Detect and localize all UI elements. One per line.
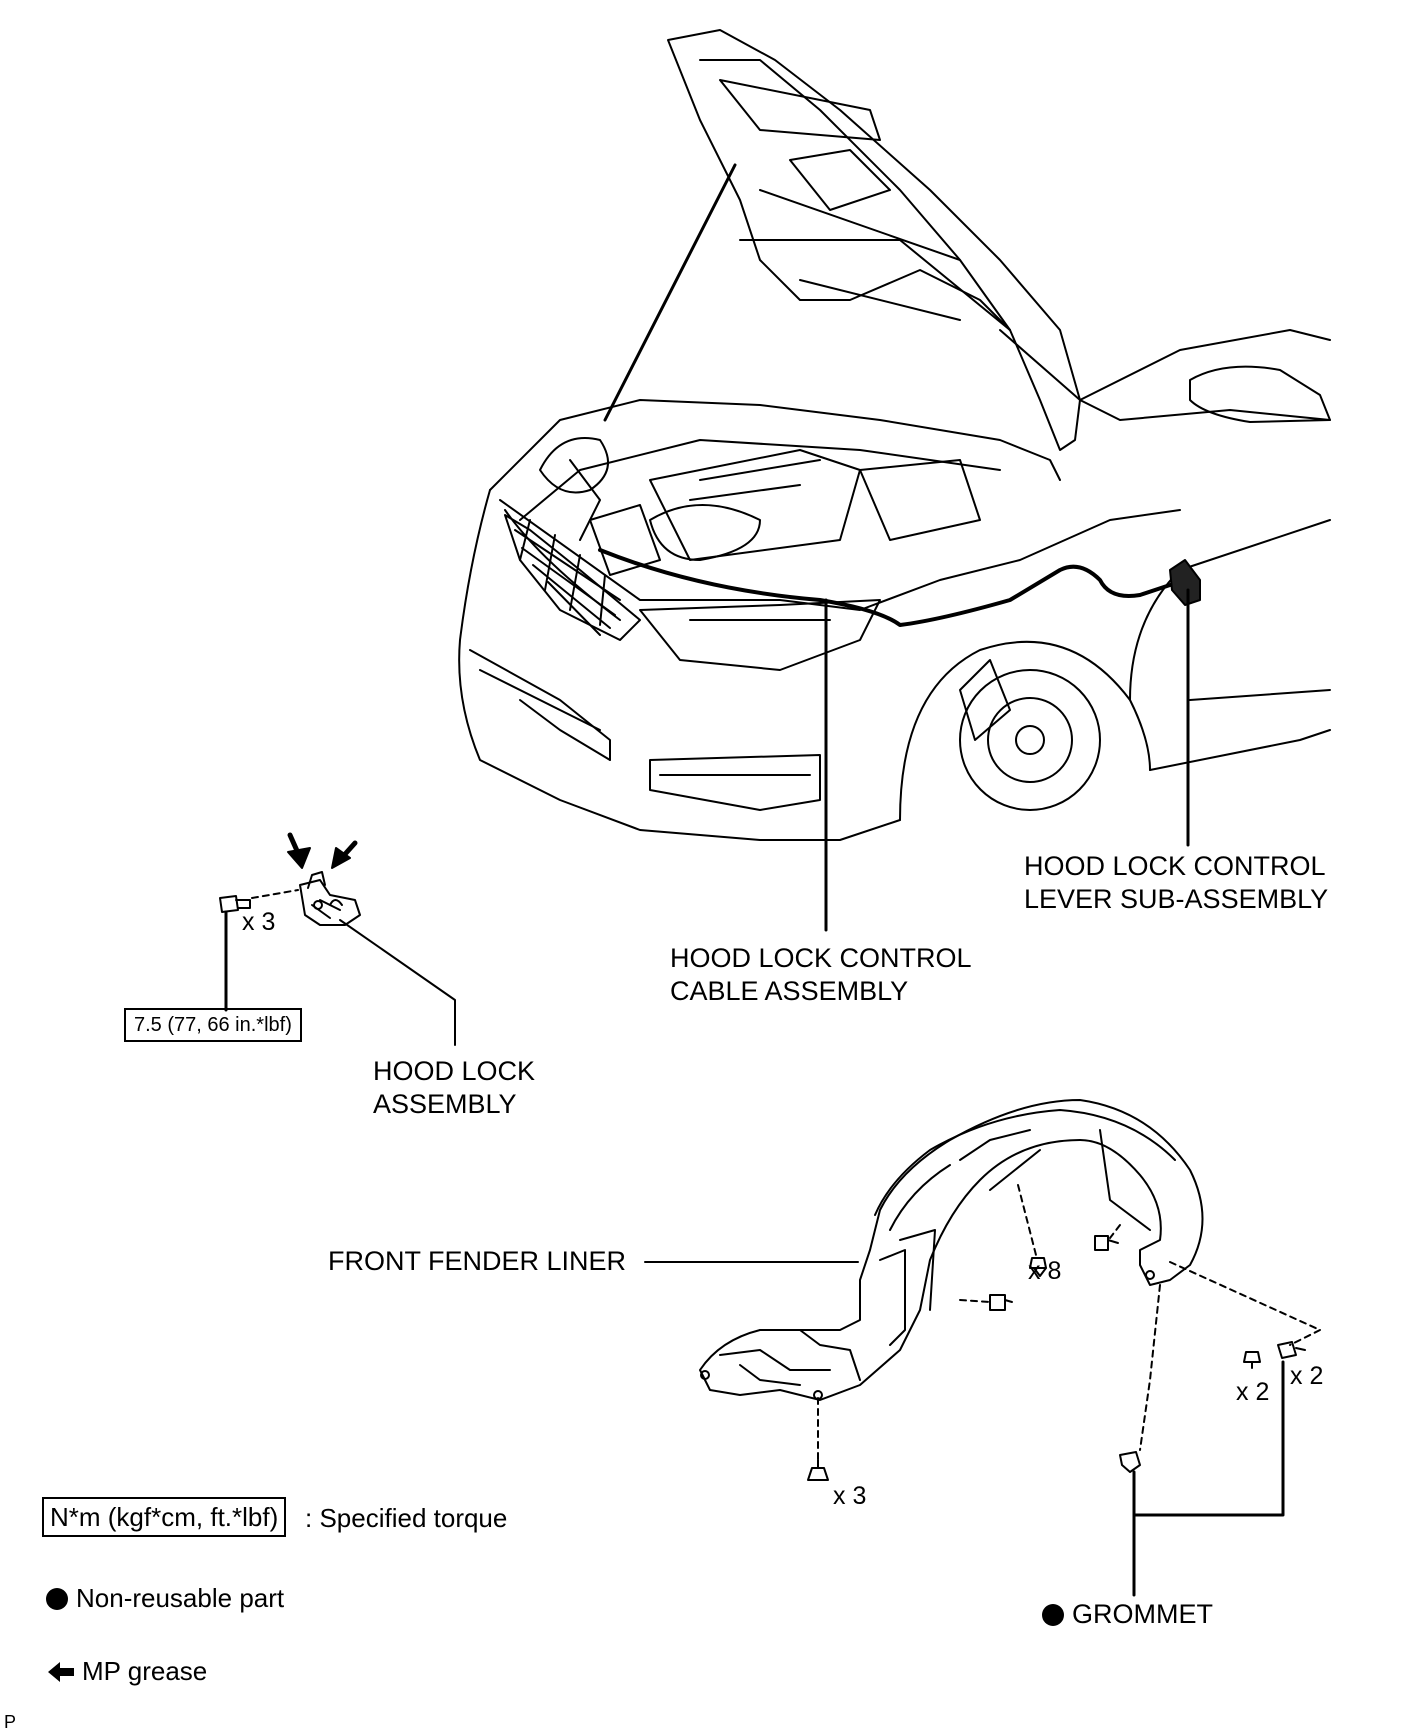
qty-liner-rear-clips-b: x 2 <box>1290 1362 1324 1390</box>
label-line: HOOD LOCK CONTROL <box>1024 851 1326 881</box>
label-line: HOOD LOCK <box>373 1056 536 1086</box>
label-front-fender-liner: FRONT FENDER LINER <box>328 1246 627 1276</box>
grease-arrow-2 <box>331 840 358 869</box>
label-line: ASSEMBLY <box>373 1089 517 1119</box>
label-line: LEVER SUB-ASSEMBLY <box>1024 884 1329 914</box>
non-reusable-dot-icon <box>1042 1604 1064 1626</box>
leader-grommet-bracket <box>1132 1360 1285 1517</box>
liner-clips <box>807 1184 1321 1481</box>
hood-lock-assembly-illustration <box>299 871 361 926</box>
hood-lock-bolt-icon <box>219 889 299 913</box>
front-fender-liner-illustration <box>699 1099 1204 1401</box>
non-reusable-dot-icon <box>46 1588 68 1610</box>
label-grommet-text: GROMMET <box>1072 1599 1213 1629</box>
label-hood-lock-assembly: HOOD LOCK ASSEMBLY <box>373 1055 535 1121</box>
grease-arrow-1 <box>287 832 311 869</box>
label-hood-lock-control-lever: HOOD LOCK CONTROL LEVER SUB-ASSEMBLY <box>1024 850 1328 916</box>
legend-mp-grease-text: MP grease <box>82 1656 208 1686</box>
legend-non-reusable-text: Non-reusable part <box>76 1583 285 1613</box>
qty-liner-rear-clips-a: x 2 <box>1236 1378 1270 1406</box>
legend-mp-grease: MP grease <box>46 1656 207 1687</box>
grease-arrow-icon <box>48 1662 74 1682</box>
label-line: CABLE ASSEMBLY <box>670 976 909 1006</box>
label-line: HOOD LOCK CONTROL <box>670 943 972 973</box>
qty-hood-lock-bolts: x 3 <box>242 908 276 936</box>
car-illustration <box>458 29 1331 841</box>
label-grommet: GROMMET <box>1042 1598 1213 1631</box>
leader-hood-lock <box>339 919 456 1046</box>
legend-torque-format: N*m (kgf*cm, ft.*lbf) <box>42 1497 287 1537</box>
label-hood-lock-control-cable: HOOD LOCK CONTROL CABLE ASSEMBLY <box>670 942 972 1008</box>
footer-mark: P <box>4 1712 17 1732</box>
legend-non-reusable: Non-reusable part <box>46 1583 284 1614</box>
qty-liner-upper-clips: x 8 <box>1028 1257 1062 1285</box>
qty-liner-lower-screws: x 3 <box>833 1482 867 1510</box>
torque-spec-box: 7.5 (77, 66 in.*lbf) <box>124 1008 302 1042</box>
legend-torque-desc: : Specified torque <box>305 1503 508 1533</box>
